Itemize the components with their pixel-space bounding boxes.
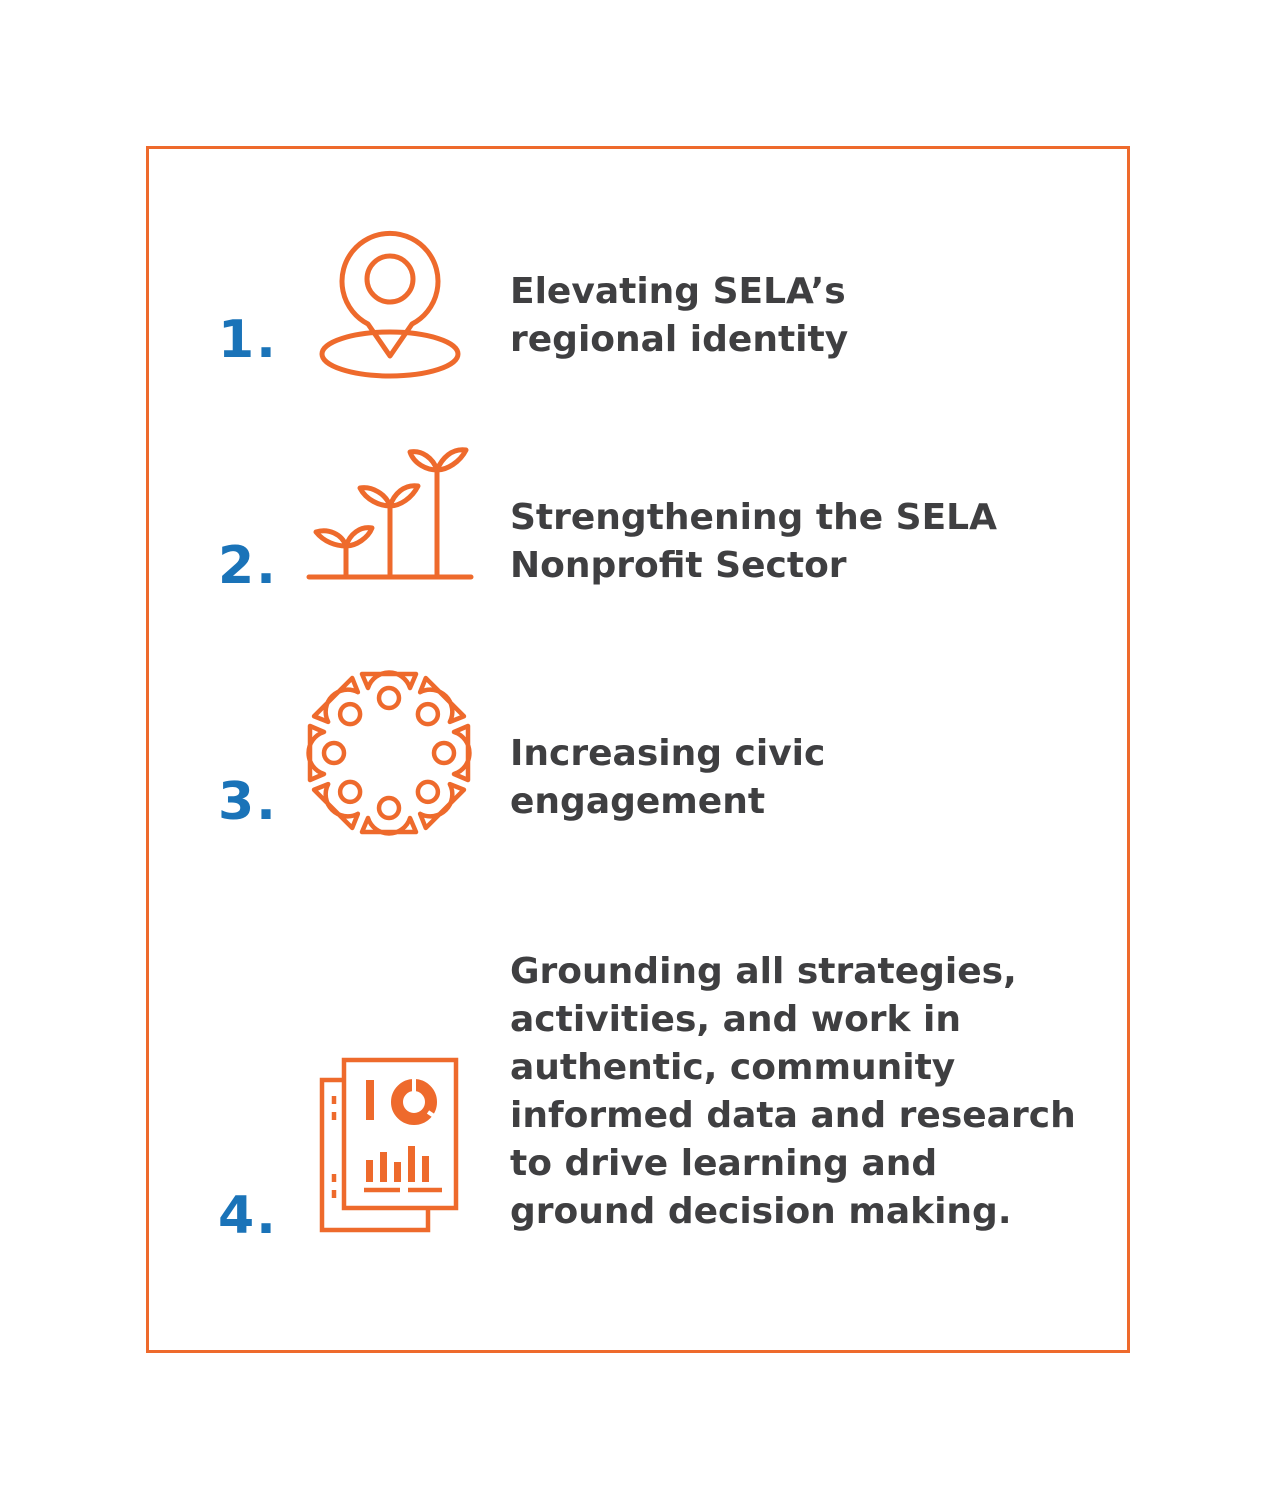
location-pin-icon bbox=[319, 230, 461, 379]
item-label-1: Elevating SELA’s regional identity bbox=[510, 271, 849, 360]
item-number-1: 1. bbox=[218, 310, 278, 370]
item-number-2: 2. bbox=[218, 536, 278, 596]
list-frame bbox=[146, 146, 1130, 1353]
sprouts-icon bbox=[306, 447, 474, 580]
item-number-3: 3. bbox=[218, 772, 278, 832]
item-label-4: Grounding all strategies, activities, an… bbox=[510, 951, 1076, 1232]
item-label-2: Strengthening the SELA Nonprofit Sector bbox=[510, 497, 997, 586]
item-number-4: 4. bbox=[218, 1186, 278, 1246]
community-circle-icon bbox=[302, 670, 476, 840]
data-report-icon bbox=[319, 1057, 459, 1233]
item-label-3: Increasing civic engagement bbox=[510, 733, 826, 822]
